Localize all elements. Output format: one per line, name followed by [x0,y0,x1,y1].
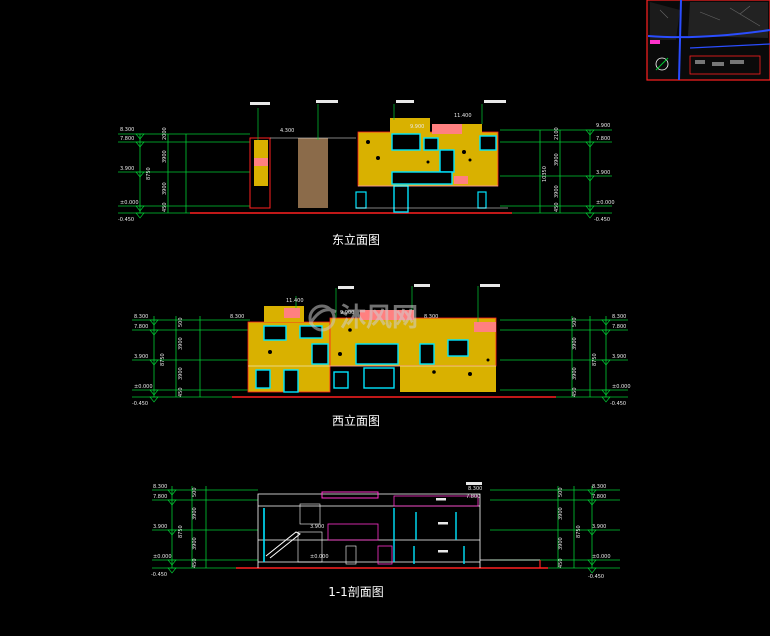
east-left-total: 8750 [146,167,152,180]
east-elevation-title: 东立面图 [332,232,380,247]
west-elevation: 8.300 7.800 3.900 ±0.000 -0.450 500 3900… [132,284,631,428]
west-mark-2: 11.400 [286,298,304,304]
east-left-elev-3: 3.900 [120,166,134,172]
west-left-elev-4: ±0.000 [134,384,153,390]
west-left-dim-1: 500 [178,317,184,327]
east-right-elev-5: -0.450 [594,217,610,223]
west-elevation-title: 西立面图 [332,413,380,428]
west-right-dim-4: 450 [572,387,578,397]
east-mark-2: 9.900 [410,124,424,130]
section-left-dim-4: 450 [192,558,198,568]
west-right-elev-4: ±0.000 [612,384,631,390]
east-left-dim-1: 2000 [162,127,168,140]
east-right-elev-2: 7.800 [596,136,610,142]
section-left-elev-3: 3.900 [153,524,167,530]
section-left-elev-1: 8.300 [153,484,167,490]
east-left-elev-2: 7.800 [120,136,134,142]
west-right-dimensions: 8.300 7.800 3.900 ±0.000 -0.450 500 3900… [500,314,631,407]
east-right-dim-4: 450 [554,202,560,212]
east-elevation: 8.300 7.800 3.900 ±0.000 -0.450 2000 390… [118,100,615,247]
section-right-elev-3: 3.900 [592,524,606,530]
east-left-dim-4: 450 [162,202,168,212]
east-right-dim-1: 2100 [554,127,560,140]
west-right-elev-3: 3.900 [612,354,626,360]
section-right-dim-1: 500 [558,487,564,497]
section-inner-mark-4: ±0.000 [310,554,329,560]
section-left-elev-5: -0.450 [151,572,167,578]
west-left-elev-5: -0.450 [132,401,148,407]
east-right-dim-2: 3900 [554,153,560,166]
west-left-dim-4: 450 [178,387,184,397]
east-right-elev-1: 9.900 [596,123,610,129]
west-left-elev-2: 7.800 [134,324,148,330]
section-inner-mark-2: 7.800 [466,494,480,500]
east-right-elev-4: ±0.000 [596,200,615,206]
east-left-elev-4: ±0.000 [120,200,139,206]
section-right-elev-1: 8.300 [592,484,606,490]
section-right-dim-4: 450 [558,558,564,568]
west-right-total: 8750 [592,353,598,366]
west-left-dim-3: 3900 [178,367,184,380]
section-right-elev-4: ±0.000 [592,554,611,560]
section-right-elev-2: 7.800 [592,494,606,500]
west-left-dim-2: 3900 [178,337,184,350]
west-right-dim-3: 3900 [572,367,578,380]
west-right-dim-1: 500 [572,317,578,327]
east-top-marks: 4.300 9.900 11.400 [250,100,506,140]
site-plan-thumbnail [646,0,770,81]
section-inner-mark-1: 8.300 [468,486,482,492]
west-left-elev-3: 3.900 [134,354,148,360]
west-right-elev-5: -0.450 [610,401,626,407]
east-left-dim-2: 3900 [162,150,168,163]
west-left-dimensions: 8.300 7.800 3.900 ±0.000 -0.450 500 3900… [132,314,250,407]
east-left-dim-3: 3900 [162,182,168,195]
west-mark-1: 8.300 [230,314,244,320]
section-right-dimensions: 8.300 7.800 3.900 ±0.000 -0.450 500 3900… [490,484,620,580]
west-mark-4: 8.300 [424,314,438,320]
east-right-dim-3: 3900 [554,185,560,198]
west-mark-3: 9.900 [340,310,354,316]
watermark-text: 沐风网 [340,303,418,333]
west-right-elev-1: 8.300 [612,314,626,320]
section-left-dim-3: 3900 [192,537,198,550]
section-left-total: 8750 [178,525,184,538]
section-inner-mark-3: 3.900 [310,524,324,530]
east-left-elev-5: -0.450 [118,217,134,223]
east-left-elev-1: 8.300 [120,127,134,133]
east-left-dimensions: 8.300 7.800 3.900 ±0.000 -0.450 2000 390… [118,127,250,223]
east-mark-1: 4.300 [280,128,294,134]
section-left-elev-4: ±0.000 [153,554,172,560]
section-right-dim-2: 3900 [558,507,564,520]
section-building: 8.300 7.800 3.900 ±0.000 [236,482,548,569]
section-title: 1-1剖面图 [328,585,384,599]
east-right-dimensions: 9.900 7.800 3.900 ±0.000 -0.450 2100 390… [500,123,615,223]
section-right-total: 8750 [576,525,582,538]
west-right-dim-2: 3900 [572,337,578,350]
watermark-logo-icon [308,304,337,332]
west-left-elev-1: 8.300 [134,314,148,320]
section-right-dim-3: 3900 [558,537,564,550]
east-building [190,118,512,214]
west-building [232,306,556,398]
west-right-elev-2: 7.800 [612,324,626,330]
watermark: 沐风网 [308,303,418,333]
section-1-1: 8.300 7.800 3.900 ±0.000 -0.450 500 3900… [151,482,620,599]
section-left-dim-1: 500 [192,487,198,497]
west-top-marks: 8.300 11.400 9.900 8.300 [230,284,500,322]
west-left-total: 8750 [160,353,166,366]
east-mark-3: 11.400 [454,113,472,119]
east-right-total: 10350 [542,166,548,182]
section-left-dimensions: 8.300 7.800 3.900 ±0.000 -0.450 500 3900… [151,484,258,578]
section-left-elev-2: 7.800 [153,494,167,500]
section-left-dim-2: 3900 [192,507,198,520]
east-right-elev-3: 3.900 [596,170,610,176]
section-right-elev-5: -0.450 [588,574,604,580]
